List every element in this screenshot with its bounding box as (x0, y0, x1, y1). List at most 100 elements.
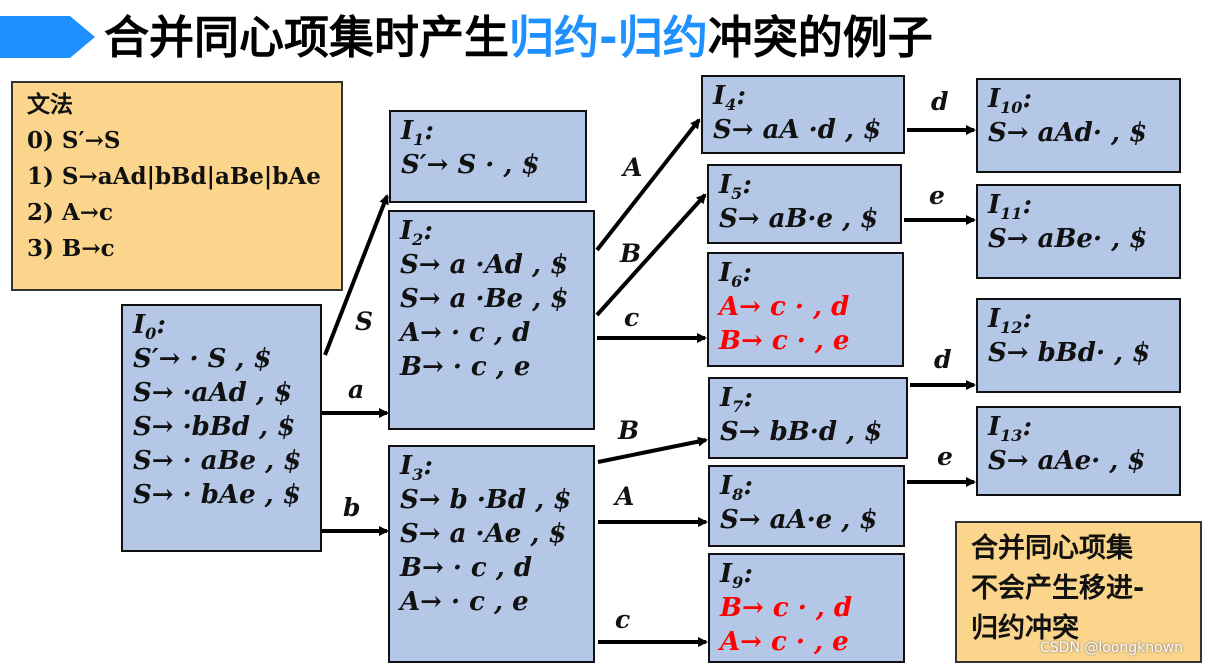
state-name: I (720, 471, 733, 501)
state-label: I2: (400, 216, 433, 249)
edge-i3-i7 (597, 436, 708, 464)
state-i8: I8:S→ aA·e , $ (708, 465, 905, 547)
state-name: I (988, 412, 1001, 442)
state-label: I12: (988, 304, 1033, 337)
lr-item: S→ aA ·d , $ (713, 115, 882, 145)
lr-item: S→ a ·Be , $ (400, 284, 569, 314)
state-name: I (720, 559, 733, 589)
state-name: I (713, 81, 726, 111)
state-i1: I1:S′→ S · , $ (389, 110, 587, 203)
state-label: I11: (988, 190, 1033, 223)
state-index: 9 (732, 573, 744, 592)
state-i4: I4:S→ aA ·d , $ (701, 75, 905, 154)
edge-label: a (348, 375, 364, 404)
edge-label: e (937, 442, 953, 471)
lr-item: B→ · c , d (400, 553, 533, 583)
edge-i0-i1 (323, 194, 389, 356)
note-line: 合并同心项集 (971, 533, 1133, 564)
lr-item: S′→ · S , $ (133, 344, 272, 374)
state-i5: I5:S→ aB·e , $ (707, 164, 902, 244)
state-index: 2 (412, 230, 424, 249)
lr-item: S→ aAd· , $ (988, 118, 1148, 148)
lr-item: B→ · c , e (400, 352, 531, 382)
lr-item: S→ · bAe , $ (133, 480, 301, 510)
title-main: 合并同心项集时产生 (104, 11, 510, 64)
state-name: I (401, 116, 414, 146)
page-title: 合并同心项集时产生归约-归约冲突的例子 (104, 8, 933, 68)
state-name: I (988, 304, 1001, 334)
lr-item: S→ aA·e , $ (720, 505, 878, 535)
state-label: I10: (988, 84, 1033, 117)
state-label: I1: (401, 116, 434, 149)
state-i7: I7:S→ bB·d , $ (708, 377, 908, 459)
state-index: 11 (1000, 204, 1023, 223)
lr-item: S→ aB·e , $ (719, 204, 879, 234)
state-name: I (720, 383, 733, 413)
note-line: 不会产生移进- (971, 573, 1145, 604)
lr-item: S→ bBd· , $ (988, 338, 1151, 368)
edge-label: A (621, 153, 642, 182)
state-index: 5 (731, 184, 743, 203)
edge-label: d (934, 345, 951, 374)
lr-item: S→ b ·Bd , $ (400, 485, 572, 515)
state-name: I (400, 451, 413, 481)
edge-i2-i5 (595, 193, 707, 317)
note-line: 归约冲突 (971, 613, 1079, 644)
state-i11: I11:S→ aBe· , $ (976, 184, 1181, 279)
lr-item: S→ ·aAd , $ (133, 378, 293, 408)
state-label: I4: (713, 81, 746, 114)
state-label: I9: (720, 559, 753, 592)
state-index: 1 (413, 130, 425, 149)
state-name: I (988, 84, 1001, 114)
state-index: 10 (1000, 98, 1023, 117)
edge-label: b (343, 493, 360, 522)
title-tail: 冲突的例子 (707, 11, 933, 64)
lr-item: S→ a ·Ae , $ (400, 519, 567, 549)
lr-item: S→ bB·d , $ (720, 417, 883, 447)
state-name: I (400, 216, 413, 246)
grammar-rule: 1) S→aAd|bBd|aBe|bAe (27, 163, 321, 190)
edge-i2-i4 (595, 118, 701, 252)
state-label: I8: (720, 471, 753, 504)
state-name: I (988, 190, 1001, 220)
state-label: I0: (133, 310, 166, 343)
edge-label: e (929, 181, 945, 210)
lr-item: A→ · c , e (400, 587, 529, 617)
title-highlight: 归约-归约 (509, 11, 708, 64)
state-index: 0 (145, 324, 157, 343)
state-index: 3 (412, 465, 424, 484)
state-i0: I0:S′→ · S , $ S→ ·aAd , $ S→ ·bBd , $ S→ ·… (121, 304, 322, 552)
edge-label: c (615, 605, 630, 634)
lr-item: S→ aAe· , $ (988, 446, 1146, 476)
state-name: I (133, 310, 146, 340)
edge-label: A (613, 482, 634, 511)
state-i12: I12:S→ bBd· , $ (976, 298, 1181, 393)
grammar-box: 文法 0) S′→S 1) S→aAd|bBd|aBe|bAe 2) A→c 3… (11, 81, 343, 291)
state-label: I6: (719, 258, 752, 291)
lr-item: S′→ S · , $ (401, 150, 540, 180)
state-name: I (719, 170, 732, 200)
lr-item: S→ aBe· , $ (988, 224, 1148, 254)
lr-item: A→ c · , e (720, 627, 849, 657)
state-index: 6 (731, 272, 743, 291)
state-label: I7: (720, 383, 753, 416)
state-i10: I10:S→ aAd· , $ (976, 78, 1181, 173)
edge-label: c (624, 303, 639, 332)
lr-item: A→ · c , d (400, 318, 531, 348)
grammar-rule: 3) B→c (27, 235, 115, 262)
watermark: CSDN @loongknown (1040, 640, 1184, 656)
grammar-rule: 0) S′→S (27, 127, 121, 154)
state-label: I5: (719, 170, 752, 203)
lr-item: S→ ·bBd , $ (133, 412, 296, 442)
state-index: 8 (732, 485, 744, 504)
grammar-rule: 2) A→c (27, 199, 114, 226)
state-index: 7 (732, 397, 744, 416)
state-label: I13: (988, 412, 1033, 445)
edge-label: S (355, 307, 373, 336)
edge-label: B (617, 416, 639, 445)
